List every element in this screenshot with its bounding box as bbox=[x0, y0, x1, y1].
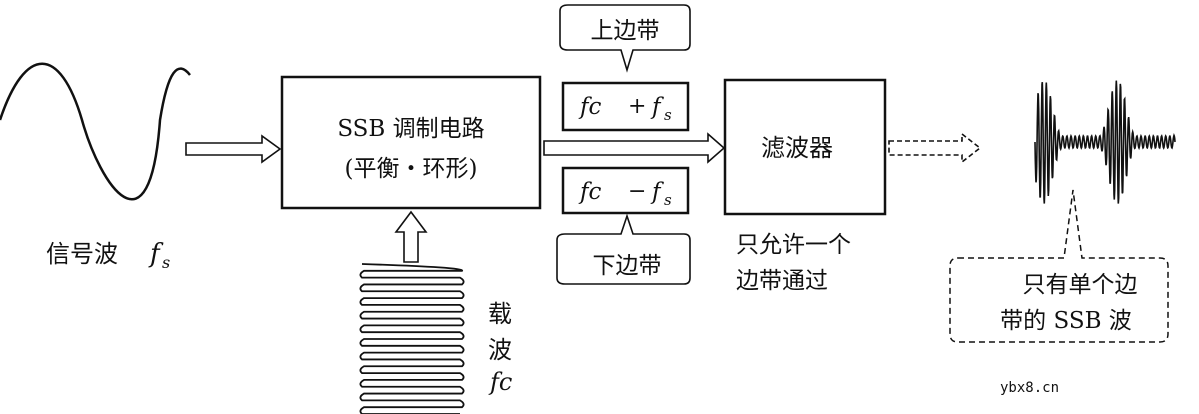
filter-caption-2: 边带通过 bbox=[736, 268, 828, 294]
output-arrow bbox=[888, 132, 982, 164]
svg-text:信号波: 信号波 bbox=[46, 240, 118, 268]
carrier-wave-icon bbox=[359, 263, 465, 414]
lower-sideband-label: 下边带 bbox=[593, 253, 662, 279]
watermark: ybx8.cn bbox=[1000, 380, 1059, 396]
lower-sideband-formula: fc − f s bbox=[578, 179, 672, 209]
signal-wave-icon bbox=[0, 62, 191, 201]
carrier-label-2: 波 bbox=[488, 336, 512, 364]
lower-sideband-callout bbox=[556, 213, 691, 285]
upper-sideband-label: 上边带 bbox=[591, 18, 660, 44]
filter-box bbox=[723, 78, 887, 216]
lower-sideband-box bbox=[561, 166, 690, 215]
svg-text:+: + bbox=[628, 94, 646, 119]
svg-text:s: s bbox=[664, 106, 672, 124]
svg-text:−: − bbox=[628, 179, 646, 204]
svg-text:f: f bbox=[650, 179, 664, 205]
svg-text:fc: fc bbox=[578, 94, 602, 120]
carrier-input-arrow bbox=[394, 210, 428, 263]
upper-sideband-box bbox=[561, 81, 690, 132]
svg-text:f: f bbox=[650, 94, 664, 120]
sidebands-arrow bbox=[543, 132, 726, 164]
output-callout-line1: 只有单个边 bbox=[1023, 272, 1138, 298]
upper-sideband-callout bbox=[559, 4, 691, 73]
modulator-title: SSB 调制电路 bbox=[337, 116, 484, 142]
output-callout bbox=[949, 189, 1169, 343]
carrier-symbol: fc bbox=[488, 368, 512, 396]
filter-label: 滤波器 bbox=[761, 134, 833, 162]
output-callout-line2: 带的 SSB 波 bbox=[1000, 308, 1132, 334]
ssb-output-wave-icon bbox=[1034, 80, 1176, 204]
modulator-subtitle: (平衡・环形) bbox=[345, 156, 478, 182]
ssb-modulator-box bbox=[280, 75, 542, 210]
signal-input-arrow bbox=[185, 134, 282, 164]
carrier-label-1: 载 bbox=[488, 300, 512, 328]
signal-label: 信号波 f s bbox=[46, 239, 170, 272]
upper-sideband-formula: fc + f s bbox=[578, 94, 672, 124]
svg-text:s: s bbox=[664, 191, 672, 209]
filter-caption-1: 只允许一个 bbox=[736, 232, 851, 258]
svg-text:s: s bbox=[162, 253, 170, 272]
svg-text:fc: fc bbox=[578, 179, 602, 205]
